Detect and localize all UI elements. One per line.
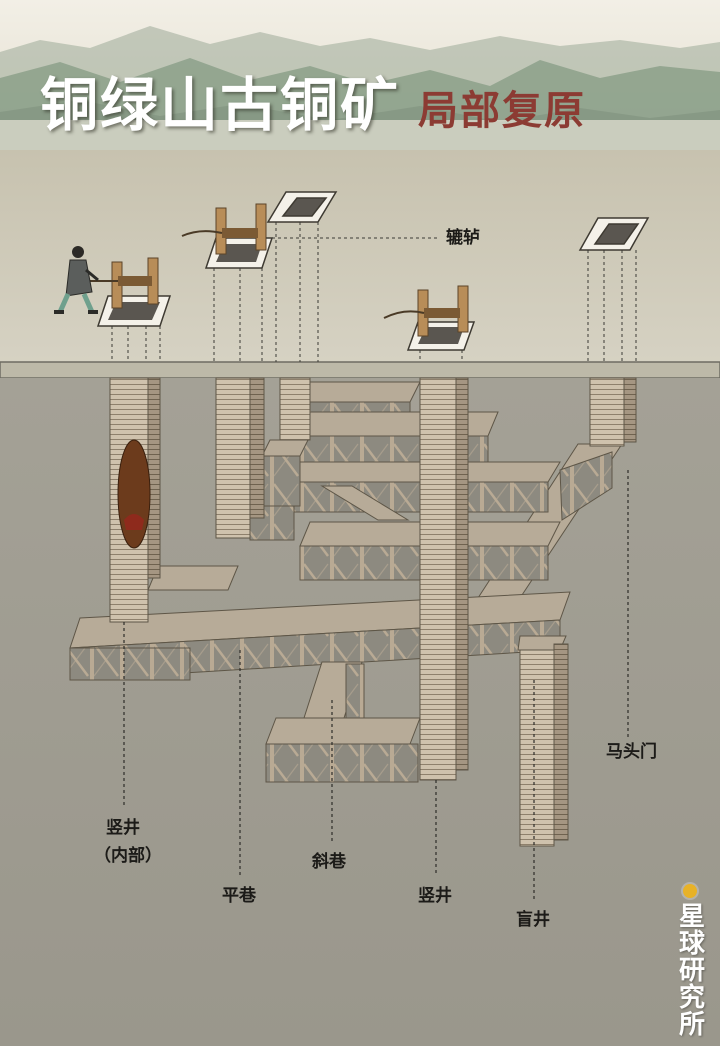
shaft-opening-right xyxy=(578,217,650,251)
label-inclined-tunnel: 斜巷 xyxy=(312,852,346,872)
label-shaft-interior: 竖井 xyxy=(106,818,140,838)
brand-name: 星球研究所 xyxy=(674,902,705,1037)
shaft-main xyxy=(419,377,469,781)
worker-figure xyxy=(54,246,99,314)
shaft-upper-mid xyxy=(279,377,311,441)
shaft-upper-left xyxy=(215,377,265,539)
shaft-opening-top xyxy=(266,191,338,223)
brand-watermark: 星球研究所 xyxy=(672,884,708,1037)
shaft-left-interior xyxy=(109,377,161,623)
label-shaft-interior-note: （内部） xyxy=(94,846,162,866)
windlass-2 xyxy=(181,203,274,269)
ground-surface xyxy=(0,150,720,365)
inclined-tunnel-structure xyxy=(320,485,410,521)
ground-edge xyxy=(0,361,720,379)
label-shaft: 竖井 xyxy=(418,886,452,906)
blind-shaft-structure xyxy=(517,635,569,847)
brand-logo-icon xyxy=(683,884,697,898)
page-subtitle: 局部复原 xyxy=(418,87,586,134)
label-windlass: 辘轳 xyxy=(446,228,480,248)
label-blind-shaft: 盲井 xyxy=(516,910,550,930)
label-horizontal-tunnel: 平巷 xyxy=(222,886,256,906)
label-leaders xyxy=(123,470,629,900)
label-horsehead-gate: 马头门 xyxy=(606,742,657,762)
middle-gallery xyxy=(289,461,561,581)
surface-guides xyxy=(111,222,637,362)
lower-gallery xyxy=(265,661,421,783)
shaft-right xyxy=(589,377,637,447)
page-title: 铜绿山古铜矿 xyxy=(40,71,401,139)
windlass-3 xyxy=(383,285,476,351)
